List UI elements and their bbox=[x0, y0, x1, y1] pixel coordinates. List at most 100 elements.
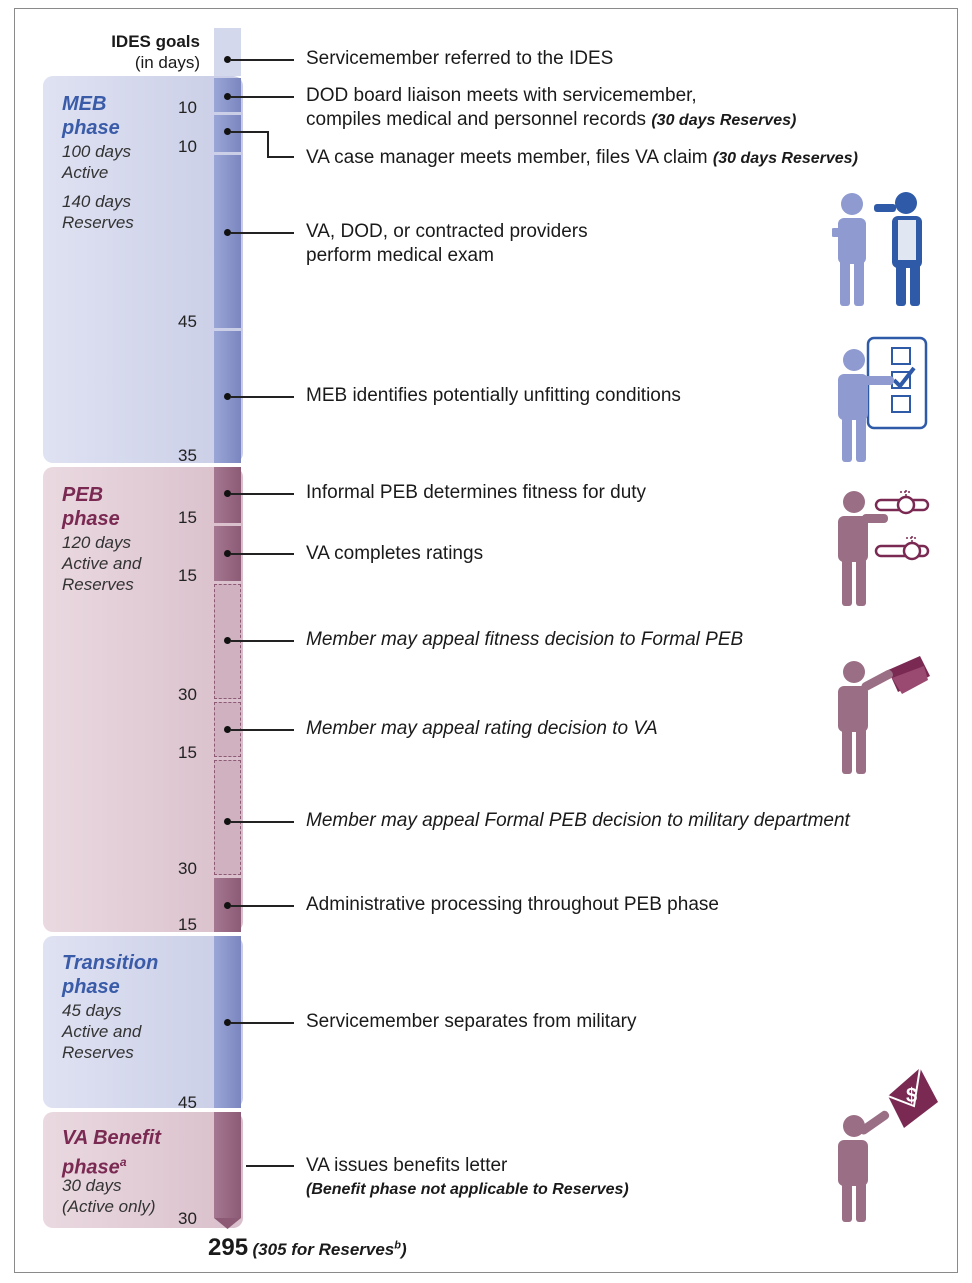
step-benefits-letter: VA issues benefits letter bbox=[306, 1155, 508, 1176]
vabenefit-phase-name2: phasea bbox=[62, 1155, 127, 1179]
step-marker bbox=[224, 902, 231, 909]
meb-phase-name: MEB bbox=[62, 93, 107, 115]
duration-label: 10 bbox=[178, 137, 197, 156]
step-connector bbox=[246, 1165, 294, 1167]
step-liaison-note: (30 days Reserves) bbox=[651, 112, 797, 129]
step-appeal-rating: Member may appeal rating decision to VA bbox=[306, 718, 658, 739]
meb-days-active: 100 days bbox=[62, 142, 131, 161]
transition-days-label2: Reserves bbox=[62, 1043, 134, 1062]
step-marker bbox=[224, 229, 231, 236]
total-note: (305 for Reservesb) bbox=[252, 1239, 407, 1259]
step-separates: Servicemember separates from military bbox=[306, 1011, 637, 1032]
step-connector bbox=[231, 1022, 294, 1024]
footnote-a: a bbox=[119, 1155, 127, 1169]
vabenefit-days: 30 days bbox=[62, 1176, 122, 1195]
figure-frame bbox=[14, 8, 958, 1273]
step-connector bbox=[231, 821, 294, 823]
svg-text:$: $ bbox=[906, 1085, 917, 1107]
timeline-segment bbox=[214, 155, 241, 328]
appeal-folder-icon bbox=[838, 656, 930, 774]
step-exam-line1: VA, DOD, or contracted providers bbox=[306, 221, 588, 242]
checklist-person-icon bbox=[838, 336, 928, 462]
timeline-arrow-tip bbox=[214, 1218, 241, 1229]
meb-days-active-label: Active bbox=[62, 163, 109, 182]
step-meb-identifies: MEB identifies potentially unfitting con… bbox=[306, 385, 681, 406]
peb-days-label1: Active and bbox=[62, 554, 142, 573]
step-marker bbox=[224, 550, 231, 557]
peb-phase-panel bbox=[43, 467, 243, 932]
step-connector bbox=[231, 396, 294, 398]
step-benefits-note: (Benefit phase not applicable to Reserve… bbox=[306, 1181, 629, 1198]
step-liaison-line1: DOD board liaison meets with servicememb… bbox=[306, 85, 697, 106]
duration-label: 15 bbox=[178, 566, 197, 585]
step-connector bbox=[231, 232, 294, 234]
duration-label: 10 bbox=[178, 98, 197, 117]
step-connector bbox=[231, 729, 294, 731]
step-marker bbox=[224, 637, 231, 644]
step-connector bbox=[231, 905, 294, 907]
duration-label: 30 bbox=[178, 1209, 197, 1228]
step-marker bbox=[224, 1019, 231, 1026]
step-marker bbox=[224, 393, 231, 400]
transition-phase-name2: phase bbox=[62, 976, 120, 998]
step-connector bbox=[231, 59, 294, 61]
step-marker bbox=[224, 93, 231, 100]
step-case-manager-note: (30 days Reserves) bbox=[712, 150, 858, 167]
duration-label: 45 bbox=[178, 312, 197, 331]
step-exam-line2: perform medical exam bbox=[306, 245, 494, 266]
total-value: 295 bbox=[208, 1234, 249, 1261]
step-referred: Servicemember referred to the IDES bbox=[306, 48, 614, 69]
benefits-letter-icon: $ bbox=[838, 1067, 938, 1222]
duration-label: 15 bbox=[178, 743, 197, 762]
timeline-segment-optional bbox=[214, 584, 241, 699]
duration-label: 35 bbox=[178, 446, 197, 465]
peb-days: 120 days bbox=[62, 533, 131, 552]
timeline-segment bbox=[214, 1112, 241, 1218]
step-connector bbox=[267, 156, 294, 158]
rating-sliders-icon bbox=[838, 490, 930, 606]
peb-phase-name2: phase bbox=[62, 508, 120, 530]
step-marker bbox=[224, 56, 231, 63]
step-marker bbox=[224, 128, 231, 135]
transition-days-label1: Active and bbox=[62, 1022, 142, 1041]
header-subtitle: (in days) bbox=[134, 53, 200, 72]
timeline-top bbox=[214, 28, 241, 76]
step-appeal-formal: Member may appeal Formal PEB decision to… bbox=[306, 810, 850, 831]
step-connector bbox=[231, 640, 294, 642]
duration-label: 15 bbox=[178, 915, 197, 934]
step-marker bbox=[224, 726, 231, 733]
transition-days: 45 days bbox=[62, 1001, 122, 1020]
peb-days-label2: Reserves bbox=[62, 575, 134, 594]
step-appeal-fitness: Member may appeal fitness decision to Fo… bbox=[306, 629, 744, 650]
total-days: 295 (305 for Reservesb) bbox=[208, 1234, 407, 1262]
step-marker bbox=[224, 818, 231, 825]
step-case-manager: VA case manager meets member, files VA c… bbox=[306, 147, 858, 168]
step-connector bbox=[231, 493, 294, 495]
peb-phase-name: PEB bbox=[62, 484, 104, 506]
doctor-exam-icon bbox=[832, 192, 922, 306]
vabenefit-phase-panel bbox=[43, 1112, 243, 1228]
step-connector bbox=[231, 553, 294, 555]
duration-label: 15 bbox=[178, 508, 197, 527]
duration-label: 30 bbox=[178, 685, 197, 704]
meb-phase-name2: phase bbox=[62, 117, 120, 139]
duration-label: 45 bbox=[178, 1093, 197, 1112]
meb-days-reserves-label: Reserves bbox=[62, 213, 134, 232]
step-connector bbox=[231, 96, 294, 98]
meb-phase-panel bbox=[43, 76, 243, 463]
transition-phase-panel bbox=[43, 936, 243, 1108]
meb-days-reserves: 140 days bbox=[62, 192, 131, 211]
step-connector bbox=[231, 131, 267, 133]
transition-phase-name: Transition bbox=[62, 952, 159, 974]
vabenefit-days-label: (Active only) bbox=[62, 1197, 156, 1216]
duration-label: 30 bbox=[178, 859, 197, 878]
step-connector bbox=[267, 131, 269, 156]
step-admin: Administrative processing throughout PEB… bbox=[306, 894, 719, 915]
header-title: IDES goals bbox=[111, 32, 200, 51]
step-informal-peb: Informal PEB determines fitness for duty bbox=[306, 482, 647, 503]
vabenefit-phase-name: VA Benefit bbox=[62, 1127, 161, 1149]
timeline-segment-optional bbox=[214, 760, 241, 875]
step-va-ratings: VA completes ratings bbox=[306, 543, 484, 564]
step-marker bbox=[224, 490, 231, 497]
step-liaison-line2: compiles medical and personnel records (… bbox=[306, 109, 797, 130]
